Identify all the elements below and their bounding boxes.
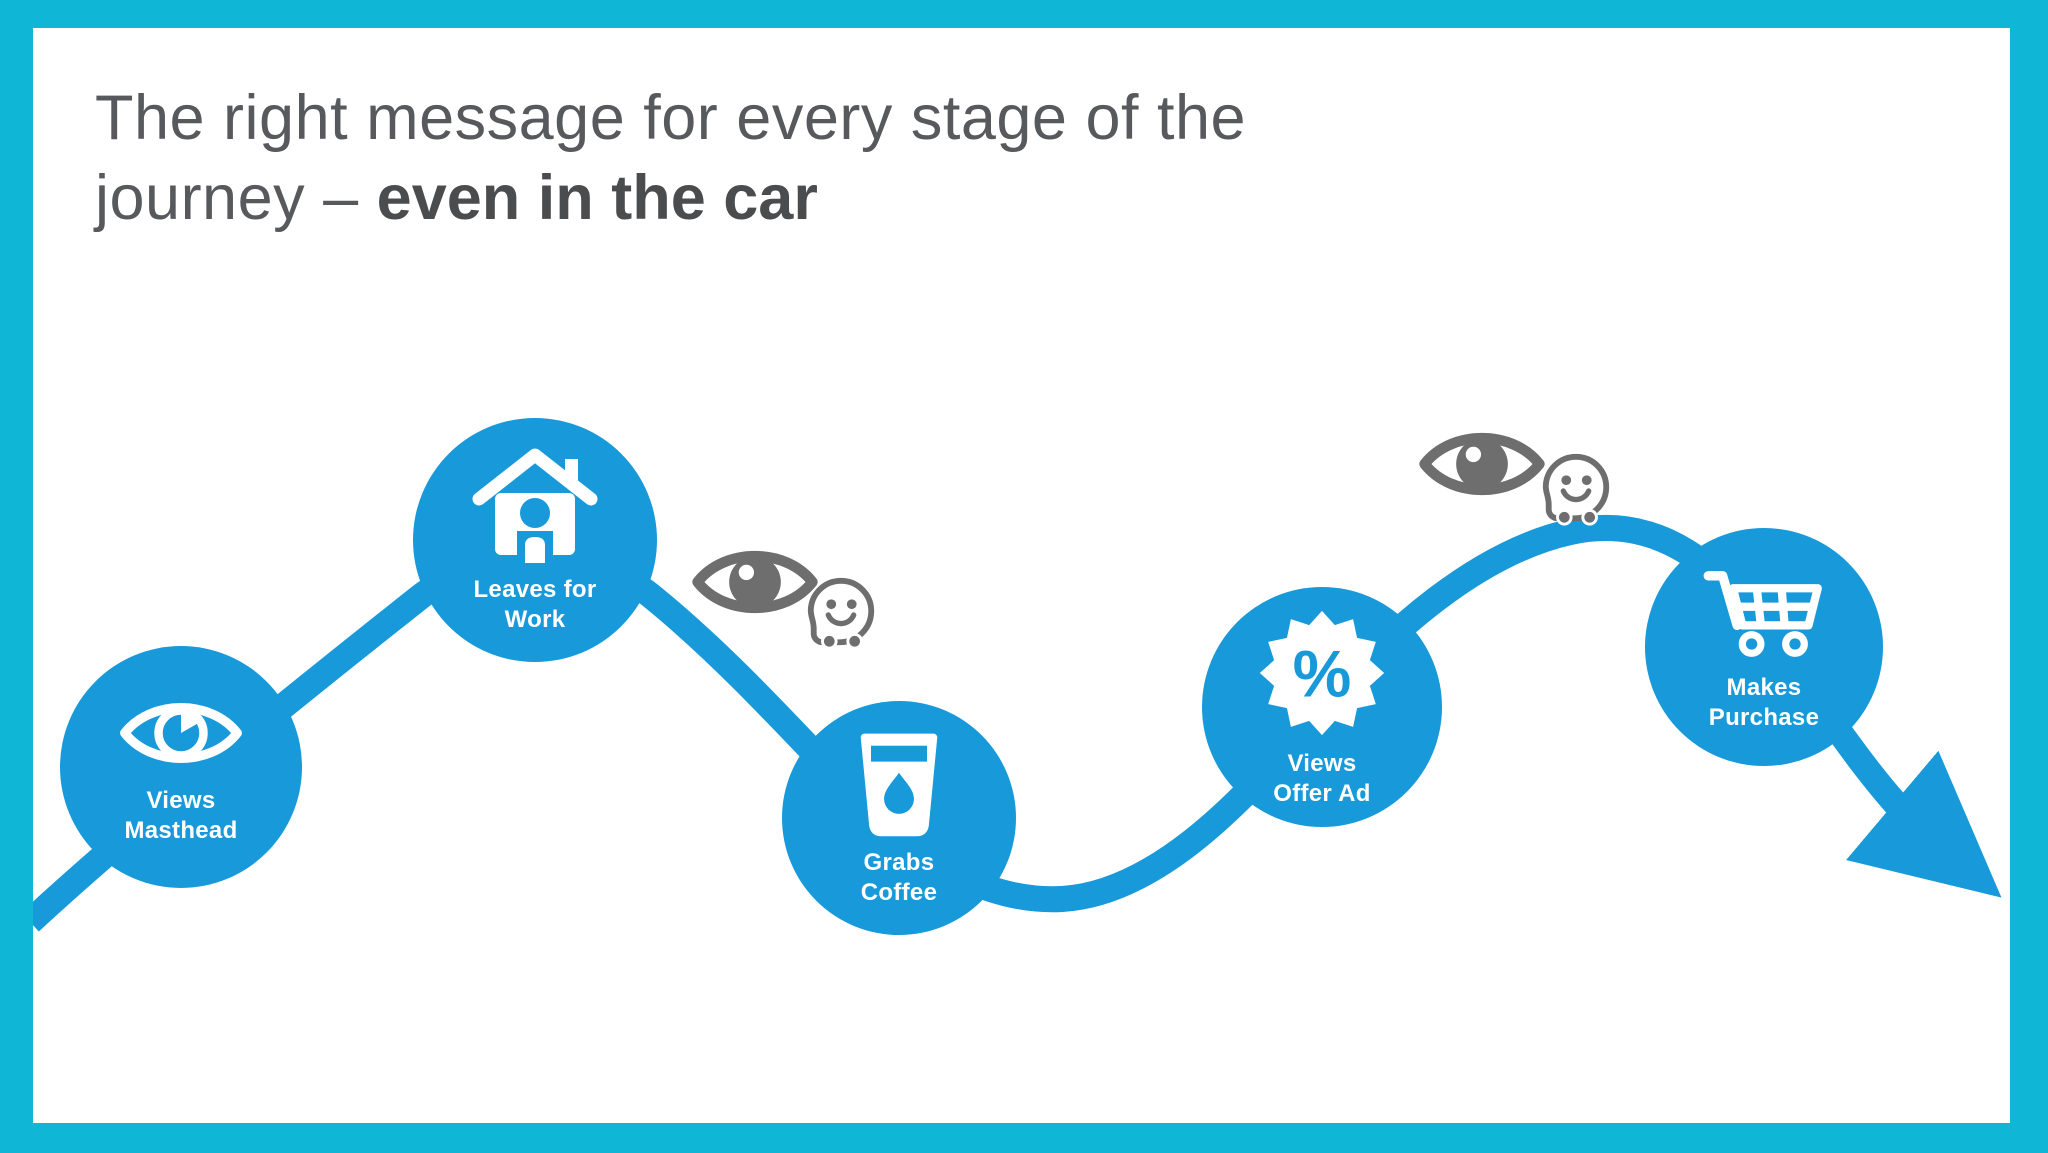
stage-label: Makes Purchase — [1708, 674, 1820, 731]
stage-label: Grabs Coffee — [860, 849, 938, 906]
title-line1: The right message for every stage of the — [95, 83, 1247, 153]
eye-icon — [692, 551, 818, 613]
stage-label: Views Masthead — [124, 787, 238, 844]
title-line2-bold: even in the car — [376, 163, 818, 233]
shopping-cart-icon — [1703, 571, 1822, 657]
eye-icon — [1419, 433, 1545, 495]
stage-leaves-for-work: Leaves for Work — [413, 418, 657, 662]
percent-badge-icon: % — [1259, 610, 1385, 736]
slide-canvas: The right message for every stage of the… — [33, 28, 2010, 1123]
coffee-cup-icon — [860, 733, 938, 837]
stage-label: Leaves for Work — [473, 576, 597, 633]
stage-label: Views Offer Ad — [1273, 750, 1371, 807]
stage-grabs-coffee: Grabs Coffee — [782, 701, 1016, 935]
eye-icon — [120, 703, 242, 763]
stage-makes-purchase: Makes Purchase — [1645, 528, 1883, 766]
waze-icon — [807, 577, 875, 650]
percent-sign: % — [1293, 636, 1352, 710]
page-title: The right message for every stage of the… — [95, 78, 1595, 238]
slide-inner-panel: The right message for every stage of the… — [33, 28, 2010, 1123]
waze-icon — [1542, 453, 1610, 526]
title-line2-regular: journey – — [95, 163, 377, 233]
stage-views-masthead: Views Masthead — [60, 646, 302, 888]
stage-views-offer-ad: % Views Offer Ad — [1202, 587, 1442, 827]
house-icon — [472, 448, 598, 563]
